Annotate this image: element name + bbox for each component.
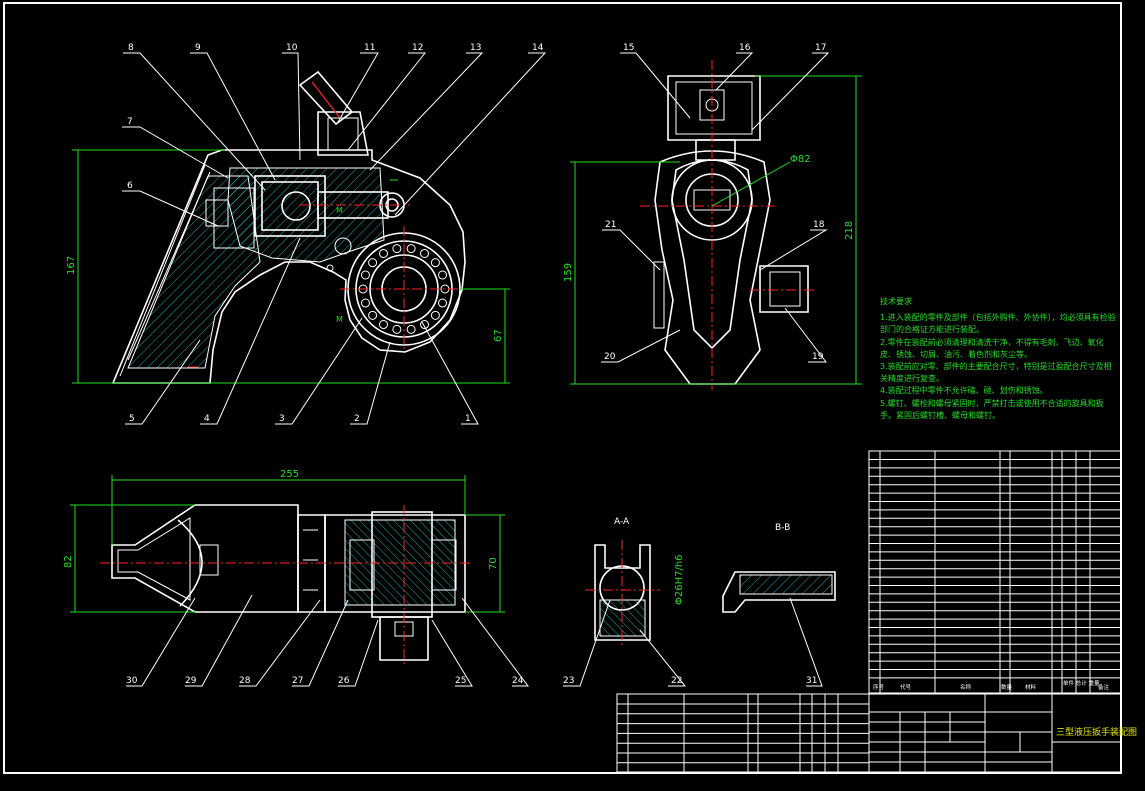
technical-requirements: 技术要求 1.进入装配的零件及部件（包括外购件、外协件），均必须具有检验部门的合… (880, 296, 1116, 422)
callout-3: 3 (279, 414, 285, 424)
ratchet-tooth (406, 244, 416, 254)
section-b-b: B-B 31 (722, 523, 836, 687)
callout-27: 27 (292, 676, 303, 686)
ratchet-tooth (406, 324, 416, 334)
ratchet-tooth (360, 270, 370, 280)
dim-width: 255 (280, 469, 299, 480)
dim-diameter: Φ82 (790, 154, 811, 165)
callout-15: 15 (623, 43, 634, 53)
title-block: 三型液压扳手装配图 (868, 693, 1137, 773)
callout-31: 31 (806, 676, 817, 686)
note-line-4: 4.装配过程中零件不允许磕、碰、划伤和锈蚀。 (880, 386, 1048, 396)
ratchet-tooth (368, 258, 378, 268)
callout-10: 10 (286, 43, 298, 53)
parts-list: 序号 代号 名称 数量 材料 单件 总计 重量 备注 (868, 450, 1122, 694)
callout-23: 23 (563, 676, 574, 686)
svg-text:M: M (336, 315, 343, 324)
front-view: 167 67 M M (66, 70, 510, 384)
callout-19: 19 (812, 352, 824, 362)
callout-4: 4 (204, 414, 210, 424)
dim-side-total: 218 (844, 221, 855, 240)
callout-26: 26 (338, 676, 350, 686)
header-qty: 数量 (1001, 683, 1013, 691)
callout-6: 6 (127, 181, 133, 191)
callout-5: 5 (129, 414, 135, 424)
svg-text:M: M (336, 206, 343, 215)
callout-9: 9 (195, 43, 201, 53)
callout-16: 16 (739, 43, 751, 53)
callout-2: 2 (354, 414, 360, 424)
top-view-leaders: 30 29 28 27 26 25 24 (126, 594, 529, 687)
dim-left-height: 82 (63, 555, 74, 568)
note-line-1: 1.进入装配的零件及部件（包括外购件、外协件），均必须具有检验部门的合格证方能进… (880, 313, 1116, 335)
ratchet-teeth (358, 244, 450, 334)
top-view: 255 82 70 (63, 469, 505, 665)
callout-7: 7 (127, 117, 133, 127)
section-b-label: B-B (775, 523, 790, 533)
dim-main-height: 167 (66, 256, 77, 275)
section-a-a: A-A Φ26H7/h6 23 22 (563, 517, 687, 687)
ratchet-tooth (379, 320, 388, 330)
callout-12: 12 (412, 43, 423, 53)
callout-21: 21 (605, 220, 616, 230)
header-name: 名称 (960, 683, 972, 691)
ratchet-tooth (420, 248, 429, 258)
front-view-leaders: 8 9 10 11 12 13 14 7 6 5 4 3 2 1 (122, 43, 547, 425)
header-material: 材料 (1025, 683, 1037, 691)
ratchet-tooth (438, 298, 448, 308)
dim-fit: Φ26H7/h6 (674, 554, 685, 605)
section-a-label: A-A (614, 517, 630, 527)
callout-17: 17 (815, 43, 826, 53)
note-line-2: 2.零件在装配前必须清理和清洗干净，不得有毛刺、飞边、氧化皮、锈蚀、切屑、油污、… (880, 337, 1104, 359)
ratchet-tooth (360, 298, 370, 308)
callout-25: 25 (455, 676, 466, 686)
ratchet-tooth (379, 248, 388, 258)
callout-8: 8 (128, 43, 134, 53)
drawing-frame (3, 2, 1122, 774)
callout-29: 29 (185, 676, 197, 686)
callout-1: 1 (465, 414, 471, 424)
side-view: Φ82 159 218 (563, 60, 862, 390)
dim-side-height: 159 (563, 263, 574, 282)
dim-center-height: 67 (493, 329, 504, 342)
drawing-title: 三型液压扳手装配图 (1056, 726, 1137, 738)
parts-list-lower (616, 693, 870, 773)
ratchet-tooth (420, 320, 429, 330)
ratchet-tooth (368, 310, 378, 320)
callout-30: 30 (126, 676, 138, 686)
header-code: 代号 (900, 683, 912, 691)
header-weight: 单件 总计 重量 (1063, 679, 1100, 687)
header-remark: 备注 (1098, 683, 1110, 691)
note-line-5: 5.螺钉、螺栓和螺母紧固时，严禁打击或使用不合适的旋具和扳手。紧固后螺钉槽、螺母… (880, 398, 1104, 420)
dim-right-height: 70 (488, 557, 499, 570)
note-line-3: 3.装配前应对零、部件的主要配合尺寸，特别是过盈配合尺寸及相关精度进行复查。 (880, 362, 1112, 384)
ratchet-tooth (392, 324, 402, 334)
notes-title: 技术要求 (880, 297, 912, 306)
ratchet-tooth (430, 310, 440, 320)
callout-20: 20 (604, 352, 616, 362)
callout-11: 11 (364, 43, 375, 53)
ratchet-tooth (392, 244, 402, 254)
callout-22: 22 (671, 676, 682, 686)
callout-14: 14 (532, 43, 544, 53)
callout-28: 28 (239, 676, 251, 686)
side-view-leaders: 15 16 17 21 18 20 19 (601, 43, 830, 363)
callout-18: 18 (813, 220, 825, 230)
ratchet-tooth (430, 258, 440, 268)
callout-13: 13 (470, 43, 481, 53)
header-seq: 序号 (873, 683, 885, 691)
ratchet-tooth (438, 270, 448, 280)
callout-24: 24 (512, 676, 524, 686)
